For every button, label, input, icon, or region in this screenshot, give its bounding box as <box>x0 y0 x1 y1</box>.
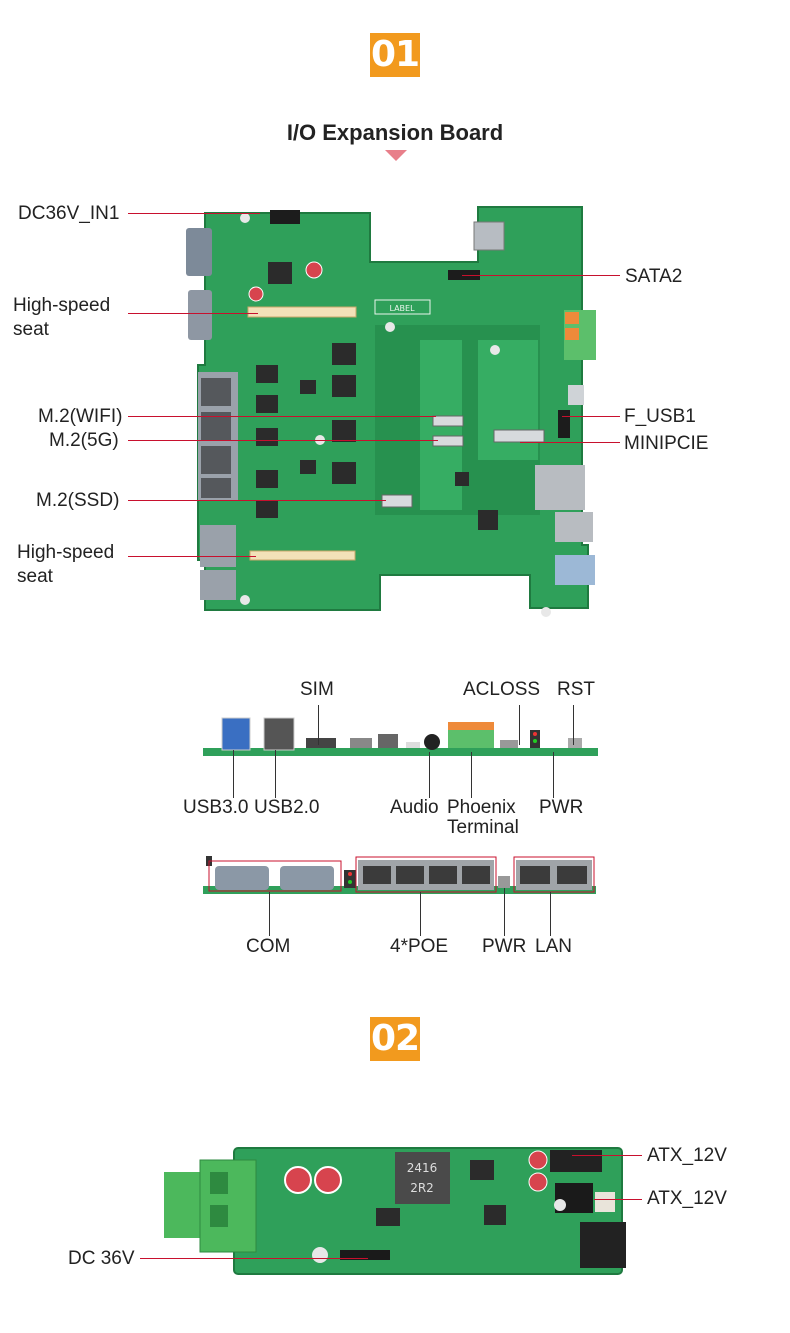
label-dc36v-in1: DC36V_IN1 <box>18 203 120 224</box>
label-pwr-top: PWR <box>539 797 584 818</box>
leader-lan <box>550 892 551 936</box>
inductor-mark: 2416 <box>407 1161 438 1175</box>
label-m2-wifi: M.2(WIFI) <box>38 406 123 427</box>
leader-f-usb1 <box>562 416 620 417</box>
label-sim: SIM <box>300 679 334 700</box>
edge-view-top-image <box>203 717 598 756</box>
leader-rst <box>573 705 574 745</box>
label-terminal: Terminal <box>447 817 519 838</box>
label-minipcie: MINIPCIE <box>624 433 709 454</box>
leader-m2-ssd <box>128 500 386 501</box>
label-m2-5g: M.2(5G) <box>49 430 119 451</box>
leader-sim <box>318 705 319 745</box>
leader-pwr-top <box>553 752 554 798</box>
label-atx-12v-top: ATX_12V <box>647 1145 727 1166</box>
leader-m2-5g <box>128 440 438 441</box>
leader-phoenix <box>471 752 472 798</box>
leader-m2-wifi <box>128 416 436 417</box>
leader-atx-mid <box>594 1199 642 1200</box>
leader-sata2 <box>462 275 620 276</box>
label-high-speed-seat-bottom: High-speed seat <box>17 542 115 587</box>
label-lan: LAN <box>535 936 572 957</box>
leader-minipcie <box>520 442 620 443</box>
label-sata2: SATA2 <box>625 266 683 287</box>
label-com: COM <box>246 936 291 957</box>
label-atx-12v-mid: ATX_12V <box>647 1188 727 1209</box>
label-audio: Audio <box>390 797 439 818</box>
label-acloss: ACLOSS <box>463 679 541 700</box>
label-phoenix: Phoenix <box>447 797 516 818</box>
label-m2-ssd: M.2(SSD) <box>36 490 120 511</box>
edge-view-bottom-image <box>203 856 596 894</box>
leader-high-speed-bottom <box>128 556 256 557</box>
label-pwr-bottom: PWR <box>482 936 527 957</box>
label-rst: RST <box>557 679 595 700</box>
label-usb20: USB2.0 <box>254 797 320 818</box>
board-label-silkscreen: LABEL <box>389 304 415 313</box>
leader-com <box>269 892 270 936</box>
inductor-mark-2: 2R2 <box>410 1181 434 1195</box>
leader-high-speed-top <box>128 313 258 314</box>
leader-pwr-bottom <box>504 888 505 936</box>
leader-acloss <box>519 705 520 745</box>
leader-audio <box>429 752 430 798</box>
leader-dc36v-in1 <box>128 213 260 214</box>
leader-usb20 <box>275 750 276 798</box>
down-arrow-icon <box>385 150 407 161</box>
label-4poe: 4*POE <box>390 936 449 957</box>
section-title: I/O Expansion Board <box>286 120 504 145</box>
label-dc-36v: DC 36V <box>68 1248 135 1269</box>
section-badge-02: 02 <box>370 1017 420 1061</box>
section-badge-01: 01 <box>370 33 420 77</box>
label-usb30: USB3.0 <box>183 797 249 818</box>
leader-dc36v <box>140 1258 368 1259</box>
leader-usb30 <box>233 750 234 798</box>
label-high-speed-seat-top: High-speed seat <box>13 295 111 340</box>
leader-poe <box>420 892 421 936</box>
leader-atx-top <box>572 1155 642 1156</box>
io-expansion-board-image: LABEL <box>186 206 596 617</box>
label-f-usb1: F_USB1 <box>624 406 696 427</box>
